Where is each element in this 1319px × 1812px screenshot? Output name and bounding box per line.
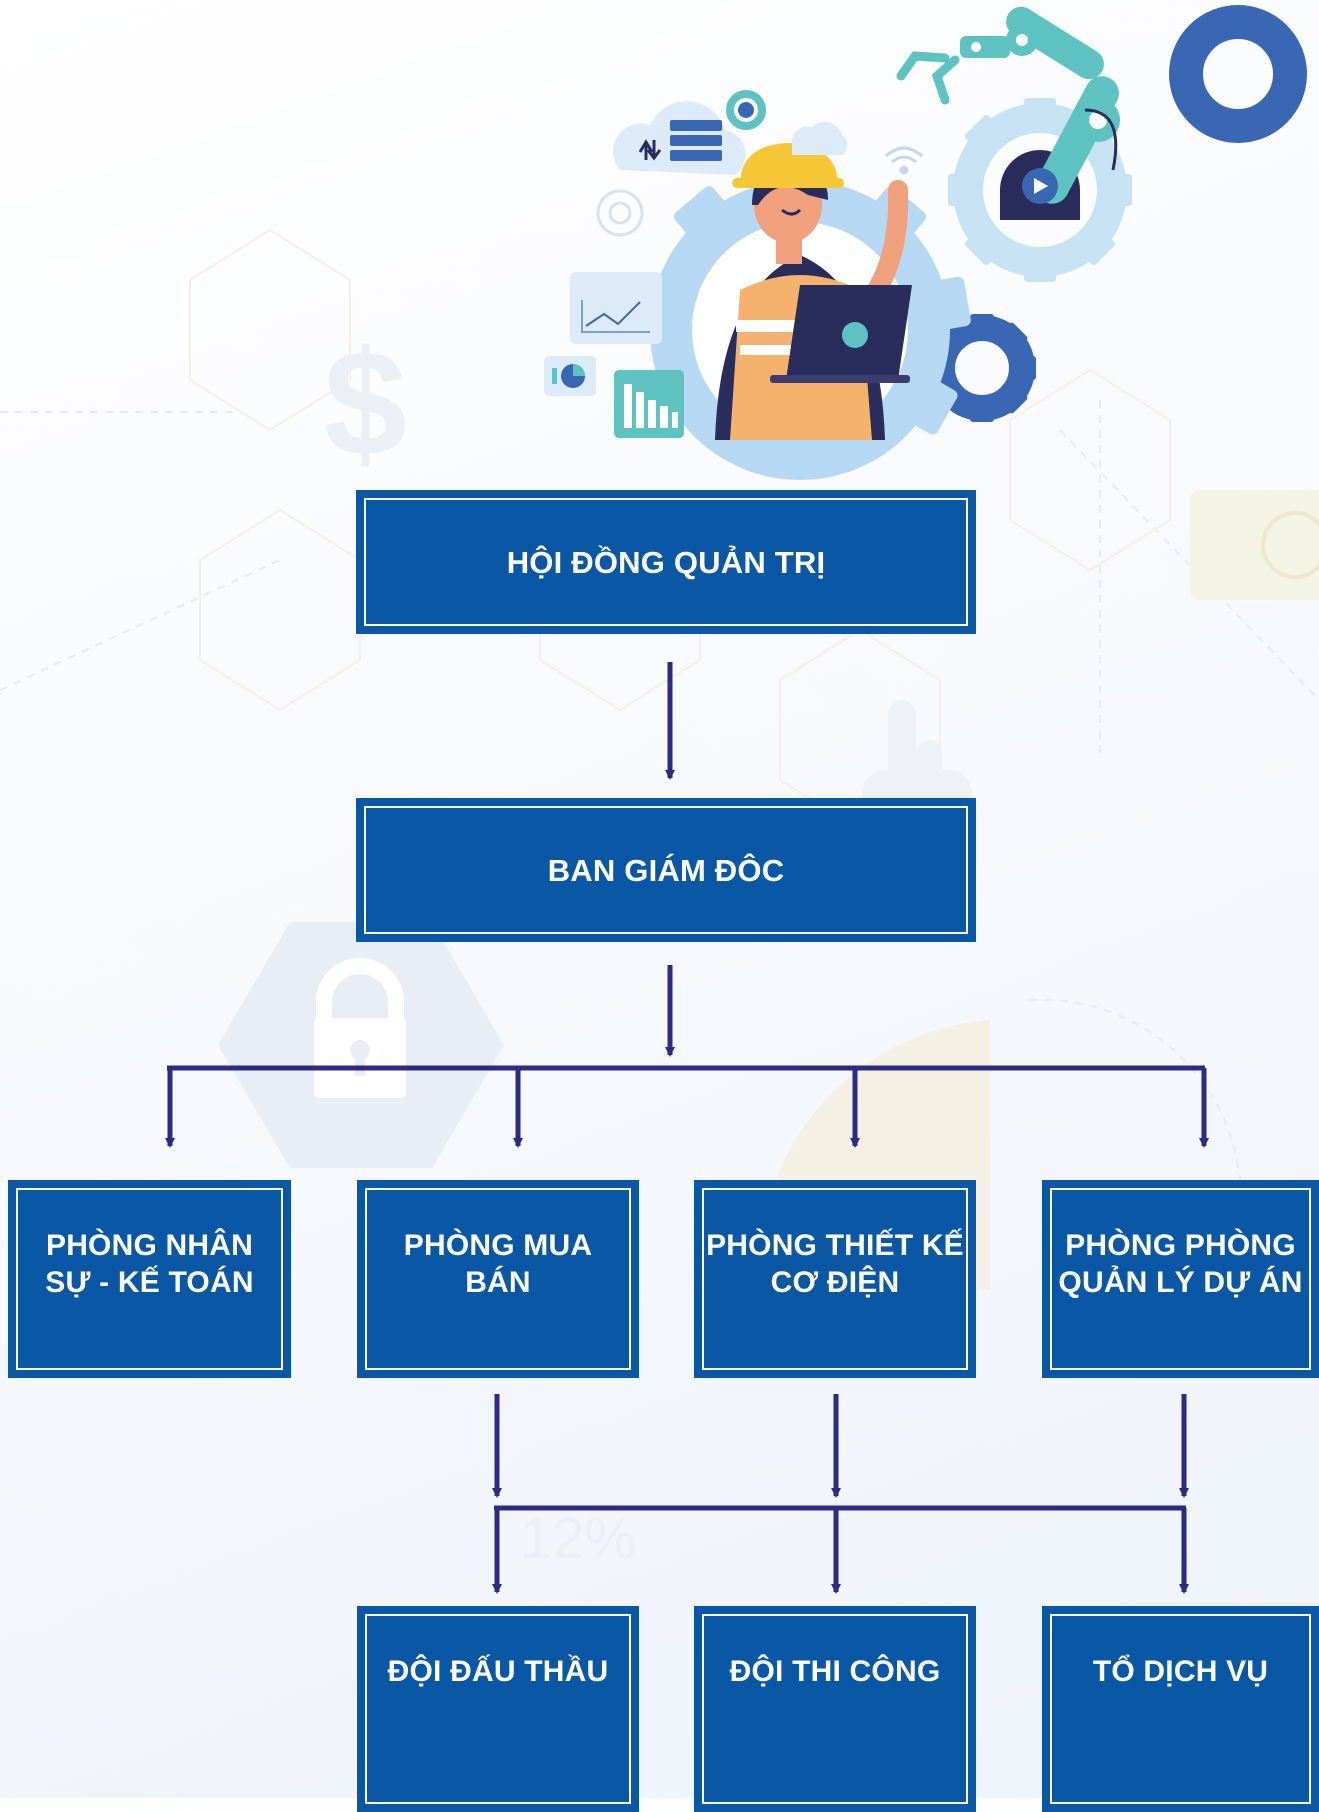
gear-icon (726, 90, 766, 130)
department-box-purchasing: PHÒNG MUA BÁN (357, 1180, 639, 1378)
directors-box: BAN GIÁM ĐÔC (356, 798, 976, 942)
department-box-project-management: PHÒNG PHÒNG QUẢN LÝ DỰ ÁN (1042, 1180, 1319, 1378)
team-box-construction: ĐỘI THI CÔNG (694, 1606, 976, 1812)
laptop-icon (770, 285, 912, 383)
percent-watermark: 12% (520, 1506, 636, 1571)
department-label: PHÒNG NHÂN SỰ - KẾ TOÁN (45, 1229, 254, 1299)
hero-illustration (544, 5, 1307, 480)
department-box-mep-design: PHÒNG THIẾT KẾ CƠ ĐIỆN (694, 1180, 976, 1378)
wifi-icon (885, 146, 923, 175)
department-box-hr-accounting: PHÒNG NHÂN SỰ - KẾ TOÁN (8, 1180, 291, 1378)
line-chart-icon (570, 272, 662, 344)
team-label: ĐỘI THI CÔNG (729, 1655, 941, 1688)
gear-icon (596, 189, 644, 237)
gear-icon (1169, 5, 1307, 143)
department-label: PHÒNG PHÒNG QUẢN LÝ DỰ ÁN (1058, 1229, 1303, 1299)
team-label: TỔ DỊCH VỤ (1092, 1655, 1269, 1688)
directors-label: BAN GIÁM ĐÔC (547, 852, 785, 888)
svg-text:$: $ (323, 319, 406, 487)
department-label: PHÒNG MUA BÁN (403, 1229, 593, 1299)
team-box-service: TỔ DỊCH VỤ (1042, 1606, 1319, 1812)
lock-icon (314, 958, 406, 1098)
board-box: HỘI ĐỒNG QUẢN TRỊ (356, 490, 976, 634)
team-label: ĐỘI ĐẤU THẦU (387, 1655, 609, 1688)
team-box-bidding: ĐỘI ĐẤU THẦU (357, 1606, 639, 1812)
banknote-watermark (1190, 490, 1319, 600)
robot-arm-icon (896, 6, 1120, 220)
department-label: PHÒNG THIẾT KẾ CƠ ĐIỆN (706, 1229, 964, 1299)
pie-chart-icon (544, 356, 596, 396)
board-label: HỘI ĐỒNG QUẢN TRỊ (506, 544, 826, 580)
cloud-server-icon (613, 101, 848, 175)
bar-chart-icon (614, 370, 684, 438)
dollar-icon: $ (323, 319, 406, 487)
